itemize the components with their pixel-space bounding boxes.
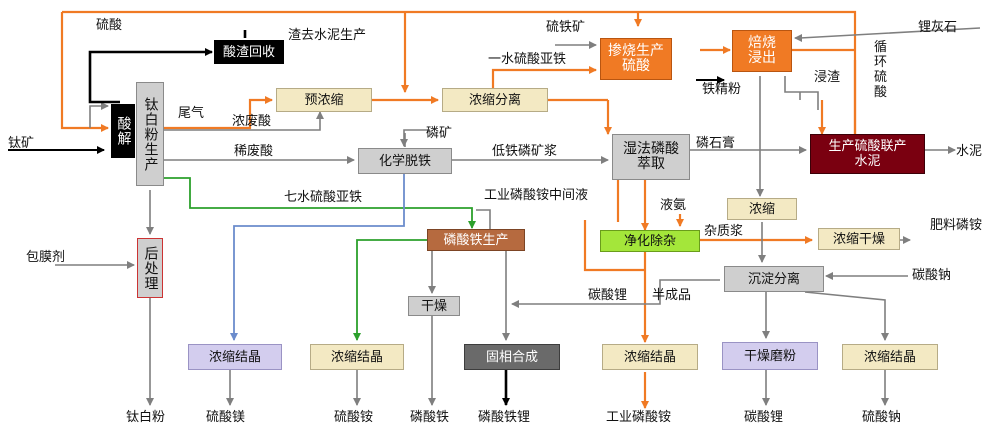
node-concentrate-right: 浓缩 [727, 198, 797, 220]
label-semi-finished: 半成品 [652, 288, 692, 303]
label-impurity-slurry: 杂质浆 [704, 224, 744, 239]
label-ferrous-heptahydrate: 七水硫酸亚铁 [284, 190, 363, 205]
node-concentrate-dry-label: 浓缩干燥 [832, 231, 885, 247]
label-fertilizer-ammonium-phosphate: 肥料磷铵 [930, 218, 983, 233]
node-chemical-deiron: 化学脱铁 [358, 148, 452, 174]
node-dry-grind-label: 干燥磨粉 [743, 348, 796, 364]
node-iron-phosphate-production: 磷酸铁生产 [427, 229, 525, 251]
label-liquid-ammonia: 液氨 [660, 198, 687, 213]
node-drying-label: 干燥 [420, 298, 447, 314]
node-wet-phosphoric-extraction-label: 湿法磷酸萃取 [623, 141, 679, 172]
label-lepidolite: 锂灰石 [918, 20, 958, 35]
node-solid-phase-synthesis: 固相合成 [464, 344, 560, 370]
product-magnesium-sulfate: 硫酸镁 [206, 410, 246, 425]
label-recycled-sulfuric-acid: 循环硫酸 [874, 40, 890, 100]
node-co-firing-sulfuric-acid: 掺烧生产硫酸 [600, 38, 672, 80]
node-iron-phosphate-production-label: 磷酸铁生产 [443, 232, 509, 248]
node-concentration-separation-label: 浓缩分离 [468, 92, 521, 108]
label-iron-concentrate: 铁精粉 [702, 82, 742, 97]
product-ammonium-sulfate: 硫酸铵 [334, 410, 374, 425]
node-acid-slag-recovery-label: 酸渣回收 [222, 44, 275, 60]
label-low-iron-slurry: 低铁磷矿浆 [492, 144, 558, 159]
node-crystallization-3-label: 浓缩结晶 [623, 349, 676, 365]
node-titanium-production: 钛白粉生产 [136, 82, 164, 186]
node-concentration-separation: 浓缩分离 [442, 88, 548, 112]
node-pre-concentration: 预浓缩 [276, 88, 372, 112]
product-titanium-dioxide: 钛白粉 [126, 410, 166, 425]
label-sulfuric-acid: 硫酸 [96, 18, 123, 33]
node-acid-slag-recovery: 酸渣回收 [214, 40, 284, 64]
node-precipitation-separation-label: 沉淀分离 [747, 271, 800, 287]
label-dilute-waste-acid: 稀废酸 [234, 144, 274, 159]
node-concentrate-dry: 浓缩干燥 [818, 228, 900, 250]
node-titanium-production-label: 钛白粉生产 [142, 96, 159, 172]
product-lithium-iron-phosphate: 磷酸铁锂 [478, 410, 531, 425]
label-phosphogypsum: 磷石膏 [696, 136, 736, 151]
label-sodium-carbonate: 碳酸钠 [912, 268, 952, 283]
node-purification: 净化除杂 [600, 230, 700, 252]
node-pre-concentration-label: 预浓缩 [304, 92, 344, 108]
node-post-treatment-label: 后处理 [142, 245, 159, 291]
node-concentrate-right-label: 浓缩 [748, 201, 775, 217]
label-coating-agent: 包膜剂 [26, 250, 66, 265]
node-precipitation-separation: 沉淀分离 [724, 266, 824, 292]
node-roast-leach: 焙烧浸出 [732, 30, 792, 72]
node-solid-phase-synthesis-label: 固相合成 [485, 349, 538, 365]
label-ammonium-phosphate-intermediate: 工业磷酸铵中间液 [484, 188, 589, 203]
node-wet-phosphoric-extraction: 湿法磷酸萃取 [612, 134, 690, 180]
node-acid-leach-label: 酸解 [115, 116, 132, 146]
node-crystallization-1-label: 浓缩结晶 [208, 349, 261, 365]
node-post-treatment: 后处理 [137, 238, 163, 298]
node-crystallization-1: 浓缩结晶 [188, 344, 282, 370]
label-ferrous-monohydrate: 一水硫酸亚铁 [488, 52, 567, 67]
node-dry-grind: 干燥磨粉 [722, 342, 818, 370]
product-sodium-sulfate: 硫酸钠 [862, 410, 902, 425]
product-lithium-carbonate: 碳酸锂 [744, 410, 784, 425]
node-crystallization-3: 浓缩结晶 [602, 344, 698, 370]
node-roast-leach-label: 焙烧浸出 [748, 35, 776, 66]
label-leach-residue: 浸渣 [814, 70, 841, 85]
node-sulfuric-acid-cement-label: 生产硫酸联产水泥 [828, 139, 907, 169]
node-crystallization-4-label: 浓缩结晶 [863, 349, 916, 365]
node-sulfuric-acid-cement: 生产硫酸联产水泥 [810, 134, 925, 174]
label-lithium-carbonate-flow: 碳酸锂 [588, 288, 628, 303]
label-recycled-sulfuric-acid-text: 循环硫酸 [874, 40, 888, 100]
label-pyrite: 硫铁矿 [546, 20, 586, 35]
label-titanium-ore: 钛矿 [8, 136, 35, 151]
node-crystallization-4: 浓缩结晶 [842, 344, 938, 370]
node-co-firing-sulfuric-acid-label: 掺烧生产硫酸 [608, 43, 664, 74]
node-crystallization-2-label: 浓缩结晶 [330, 349, 383, 365]
label-slag-to-cement: 渣去水泥生产 [288, 28, 367, 43]
label-phosphate-rock: 磷矿 [426, 126, 453, 141]
node-acid-leach: 酸解 [111, 104, 135, 158]
label-tail-gas: 尾气 [178, 106, 205, 121]
label-concentrated-waste-acid: 浓废酸 [232, 114, 272, 129]
node-crystallization-2: 浓缩结晶 [310, 344, 404, 370]
label-cement: 水泥 [956, 144, 983, 159]
product-iron-phosphate: 磷酸铁 [410, 410, 450, 425]
product-industrial-ammonium-phosphate: 工业磷酸铵 [606, 410, 672, 425]
node-drying: 干燥 [408, 296, 460, 316]
node-purification-label: 净化除杂 [623, 233, 676, 249]
node-chemical-deiron-label: 化学脱铁 [378, 153, 431, 169]
